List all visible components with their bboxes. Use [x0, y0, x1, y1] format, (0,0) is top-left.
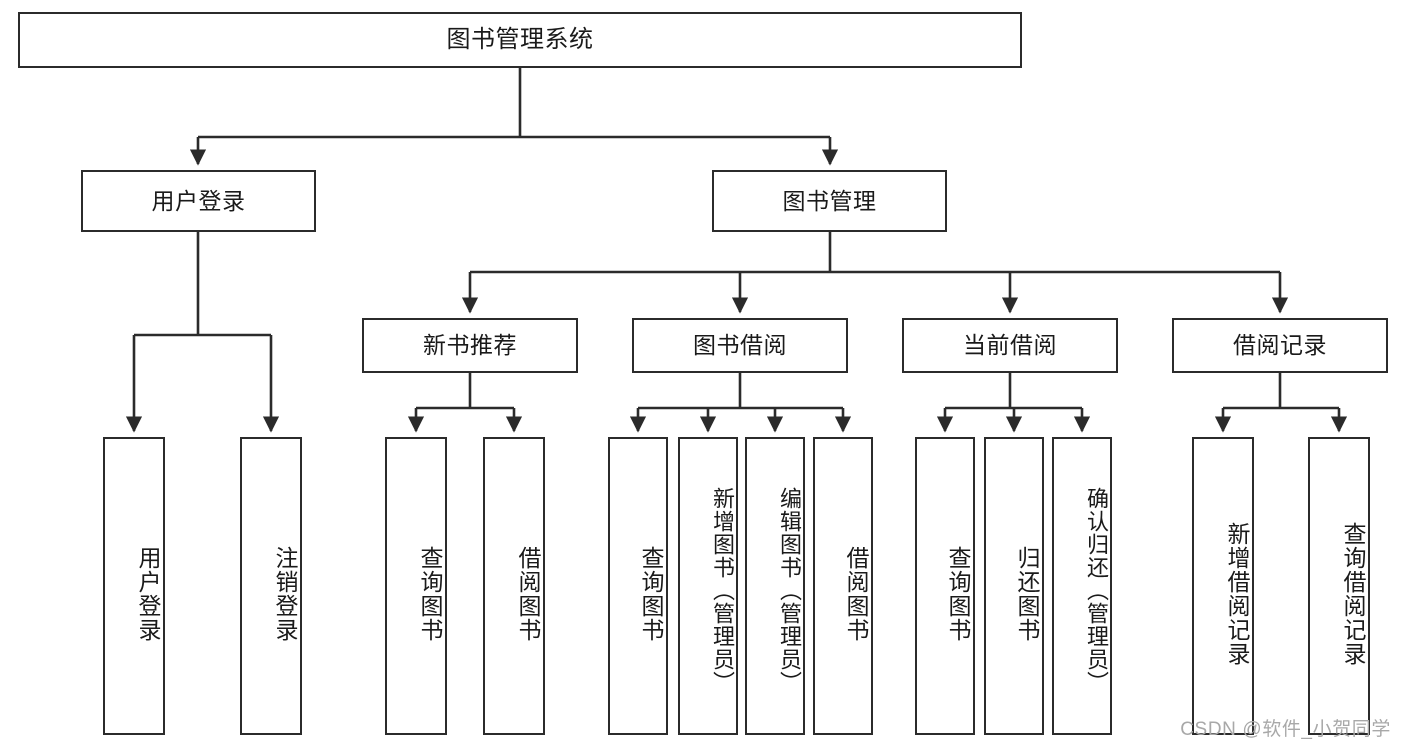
node-root[interactable]: 图书管理系统 — [18, 12, 1022, 68]
node-leaf-add-book[interactable]: 新增图书（管理员） — [678, 437, 738, 735]
node-leaf-query-book-1[interactable]: 查询图书 — [385, 437, 447, 735]
node-book-manage[interactable]: 图书管理 — [712, 170, 947, 232]
node-borrow-record[interactable]: 借阅记录 — [1172, 318, 1388, 373]
node-book-borrow[interactable]: 图书借阅 — [632, 318, 848, 373]
node-new-book-rec[interactable]: 新书推荐 — [362, 318, 578, 373]
node-leaf-query-book-3[interactable]: 查询图书 — [915, 437, 975, 735]
node-leaf-borrow-book-1[interactable]: 借阅图书 — [483, 437, 545, 735]
node-leaf-return-book[interactable]: 归还图书 — [984, 437, 1044, 735]
node-leaf-borrow-book-2[interactable]: 借阅图书 — [813, 437, 873, 735]
node-leaf-query-book-2[interactable]: 查询图书 — [608, 437, 668, 735]
node-leaf-confirm-return[interactable]: 确认归还（管理员） — [1052, 437, 1112, 735]
node-user-login[interactable]: 用户登录 — [81, 170, 316, 232]
node-current-borrow[interactable]: 当前借阅 — [902, 318, 1118, 373]
watermark: CSDN @软件_小贺同学 — [1180, 719, 1391, 740]
node-leaf-user-logout[interactable]: 注销登录 — [240, 437, 302, 735]
node-leaf-user-login[interactable]: 用户登录 — [103, 437, 165, 735]
node-leaf-query-record[interactable]: 查询借阅记录 — [1308, 437, 1370, 735]
node-leaf-add-record[interactable]: 新增借阅记录 — [1192, 437, 1254, 735]
node-leaf-edit-book[interactable]: 编辑图书（管理员） — [745, 437, 805, 735]
